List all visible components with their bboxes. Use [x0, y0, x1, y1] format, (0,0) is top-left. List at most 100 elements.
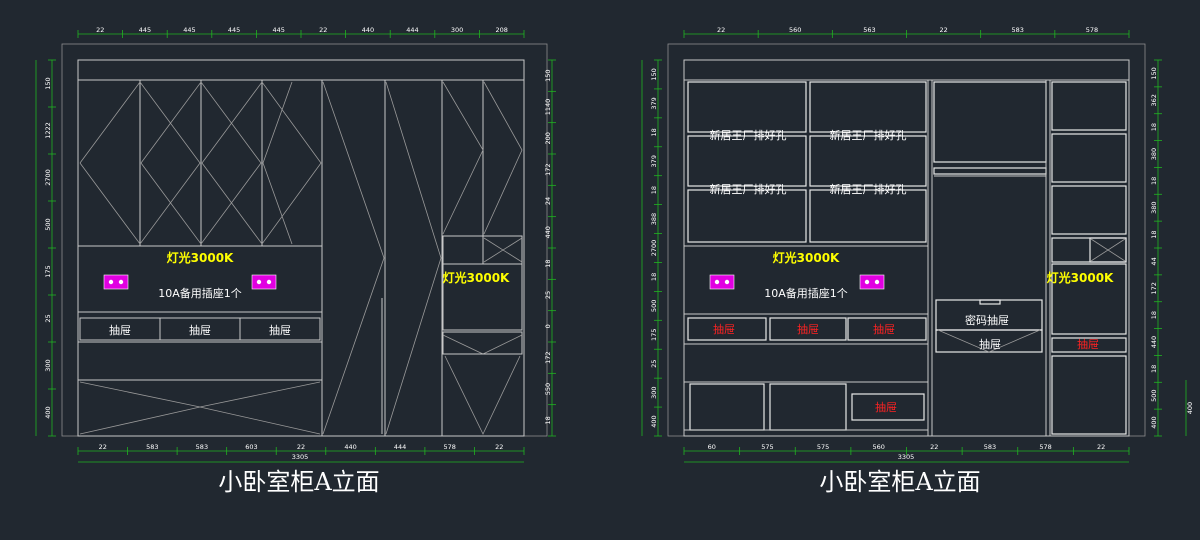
left-top-dim-4: 445	[272, 26, 284, 34]
right-bottom-dim-5: 583	[984, 443, 996, 451]
left-light-label: 灯光3000K	[167, 250, 234, 265]
right-sheet-frame	[667, 43, 1146, 437]
left-socket-note: 10A备用插座1个	[158, 286, 242, 300]
right-bottom-dim-4: 22	[930, 443, 938, 451]
right-note-3: 新居王厂排好孔	[710, 182, 787, 196]
left-bottom-dim-1: 583	[146, 443, 158, 451]
right-top-dim-3: 22	[939, 26, 947, 34]
right-right-dim-4: 18	[1150, 177, 1158, 185]
left-bottom-dim-2: 583	[196, 443, 208, 451]
left-bottom-dim-7: 578	[443, 443, 455, 451]
left-bottom-dim-8: 22	[495, 443, 503, 451]
right-left-dim-4: 18	[650, 186, 658, 194]
right-right-dim-8: 172	[1150, 282, 1158, 294]
left-bottom-dim-6: 444	[394, 443, 406, 451]
left-elevation: 灯光3000K 灯光3000K 10A备用插座1个 抽屉 抽屉 抽屉 22 445…	[35, 26, 556, 496]
right-left-dim-9: 175	[650, 329, 658, 341]
right-note-2: 新居王厂排好孔	[830, 128, 907, 142]
left-right-dim-3: 172	[544, 163, 552, 175]
right-right-dim-11: 18	[1150, 365, 1158, 373]
left-top-dim-0: 22	[96, 26, 104, 34]
right-socket-2	[859, 274, 885, 290]
left-left-dim-3: 500	[44, 218, 52, 230]
right-elevation: 新居王厂排好孔 新居王厂排好孔 新居王厂排好孔 新居王厂排好孔 灯光3000K …	[641, 26, 1194, 496]
left-right-dim-1: 1140	[544, 99, 552, 116]
right-left-dim-10: 25	[650, 360, 658, 368]
right-note-1: 新居王厂排好孔	[710, 128, 787, 142]
right-left-dim-12: 400	[650, 415, 658, 427]
right-right-dim-9: 18	[1150, 311, 1158, 319]
left-side-light-label: 灯光3000K	[443, 270, 510, 285]
right-right-dim-6: 18	[1150, 230, 1158, 238]
left-drawing-title: 小卧室柜A立面	[218, 468, 379, 496]
right-right-dim-3: 380	[1150, 148, 1158, 160]
left-right-dim-9: 172	[544, 351, 552, 363]
right-total-width: 3305	[898, 453, 915, 461]
left-right-dim-11: 18	[544, 416, 552, 424]
left-left-dim-1: 1222	[44, 122, 52, 139]
right-left-dim-8: 500	[650, 300, 658, 312]
right-right-dim-12: 500	[1150, 390, 1158, 402]
right-left-dim-3: 379	[650, 155, 658, 167]
left-bottom-dim-3: 603	[245, 443, 257, 451]
right-drawer-1: 抽屉	[713, 322, 735, 336]
right-left-dim-0: 150	[650, 68, 658, 80]
left-left-dim-6: 300	[44, 359, 52, 371]
left-right-dim-10: 550	[544, 383, 552, 395]
right-drawer-5: 抽屉	[1077, 337, 1099, 351]
right-password-drawer: 密码抽屉	[965, 313, 1009, 327]
right-drawing-title: 小卧室柜A立面	[819, 468, 980, 496]
left-drawer-2: 抽屉	[189, 323, 211, 337]
left-sheet-frame	[61, 43, 548, 437]
right-top-dim-4: 583	[1012, 26, 1024, 34]
right-bottom-dim-0: 60	[708, 443, 716, 451]
left-bottom-dim-0: 22	[99, 443, 107, 451]
right-left-dim-7: 18	[650, 273, 658, 281]
right-left-dim-1: 379	[650, 97, 658, 109]
right-left-dim-2: 18	[650, 128, 658, 136]
left-socket-1	[103, 274, 129, 290]
right-bottom-dim-3: 560	[872, 443, 884, 451]
left-right-dim-7: 25	[544, 291, 552, 299]
right-right-dim-5: 380	[1150, 202, 1158, 214]
right-top-dim-1: 560	[789, 26, 801, 34]
left-right-dim-6: 18	[544, 260, 552, 268]
right-left-dim-5: 388	[650, 213, 658, 225]
left-right-dim-4: 24	[544, 197, 552, 205]
right-right-dim-0: 150	[1150, 67, 1158, 79]
left-bottom-dim-4: 22	[297, 443, 305, 451]
right-white-drawer: 抽屉	[979, 337, 1001, 351]
right-drawer-2: 抽屉	[797, 322, 819, 336]
right-cabinet-outline	[683, 59, 1130, 437]
right-right-dim-10: 440	[1150, 336, 1158, 348]
left-left-dim-5: 25	[44, 314, 52, 322]
right-left-dim-6: 2700	[650, 240, 658, 257]
left-left-dim-7: 400	[44, 406, 52, 418]
right-drawer-3: 抽屉	[873, 322, 895, 336]
left-top-dim-6: 440	[362, 26, 374, 34]
right-right-dim-7: 44	[1150, 257, 1158, 265]
left-right-dim-8: 0	[544, 324, 552, 328]
right-socket-note: 10A备用插座1个	[764, 286, 848, 300]
left-total-width: 3305	[292, 453, 309, 461]
left-top-dim-7: 444	[406, 26, 418, 34]
right-bottom-dim-7: 22	[1097, 443, 1105, 451]
left-drawer-3: 抽屉	[269, 323, 291, 337]
right-socket-1	[709, 274, 735, 290]
left-top-dim-1: 445	[139, 26, 151, 34]
right-bottom-dim-1: 575	[761, 443, 773, 451]
right-top-dim-2: 563	[863, 26, 875, 34]
left-top-dim-3: 445	[228, 26, 240, 34]
left-cabinet-outline	[77, 59, 525, 437]
left-left-dim-2: 2700	[44, 169, 52, 186]
left-socket-2	[251, 274, 277, 290]
right-side-light-label: 灯光3000K	[1047, 270, 1114, 285]
right-right-dim-13: 400	[1150, 416, 1158, 428]
left-left-dim-0: 150	[44, 77, 52, 89]
left-top-dim-5: 22	[319, 26, 327, 34]
right-top-dim-0: 22	[717, 26, 725, 34]
left-drawer-1: 抽屉	[109, 323, 131, 337]
left-top-dim-9: 208	[495, 26, 507, 34]
left-right-dim-5: 440	[544, 226, 552, 238]
